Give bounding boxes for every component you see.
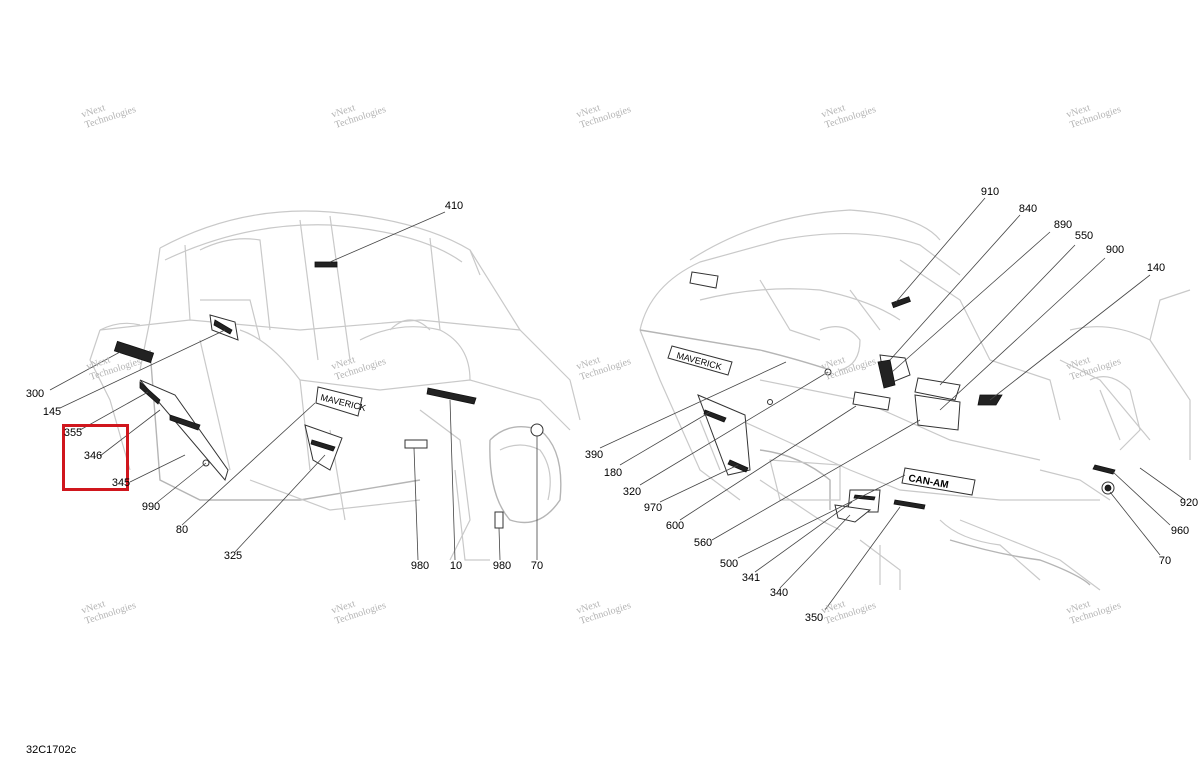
callout-300[interactable]: 300 — [25, 388, 45, 400]
callout-500[interactable]: 500 — [719, 558, 739, 570]
callout-10[interactable]: 10 — [449, 560, 463, 572]
callout-325[interactable]: 325 — [223, 550, 243, 562]
callout-600[interactable]: 600 — [665, 520, 685, 532]
leader-lines-right — [599, 197, 1186, 611]
callout-180[interactable]: 180 — [603, 467, 623, 479]
callout-320[interactable]: 320 — [622, 486, 642, 498]
callout-920[interactable]: 920 — [1179, 497, 1199, 509]
left-vehicle-decals: MAVERICK — [113, 261, 544, 529]
callout-80[interactable]: 80 — [175, 524, 189, 536]
callout-840[interactable]: 840 — [1018, 203, 1038, 215]
callout-960[interactable]: 960 — [1170, 525, 1190, 537]
callout-990[interactable]: 990 — [141, 501, 161, 513]
callout-980-a[interactable]: 980 — [410, 560, 430, 572]
callout-390[interactable]: 390 — [584, 449, 604, 461]
callout-70-left[interactable]: 70 — [530, 560, 544, 572]
figure-code: 32C1702c — [26, 744, 77, 756]
callout-345[interactable]: 345 — [111, 477, 131, 489]
callout-350[interactable]: 350 — [804, 612, 824, 624]
callout-140[interactable]: 140 — [1146, 262, 1166, 274]
left-vehicle-sketch — [89, 210, 581, 561]
callout-346[interactable]: 346 — [83, 450, 103, 462]
callout-341[interactable]: 341 — [741, 572, 761, 584]
highlight-box — [62, 424, 129, 491]
callout-70-right[interactable]: 70 — [1158, 555, 1172, 567]
callout-890[interactable]: 890 — [1053, 219, 1073, 231]
callout-980-b[interactable]: 980 — [492, 560, 512, 572]
leader-lines-left — [49, 211, 538, 561]
callout-560[interactable]: 560 — [693, 537, 713, 549]
right-vehicle-sketch — [639, 209, 1191, 591]
callout-910[interactable]: 910 — [980, 186, 1000, 198]
callout-355[interactable]: 355 — [63, 427, 83, 439]
callout-410[interactable]: 410 — [444, 200, 464, 212]
callout-145[interactable]: 145 — [42, 406, 62, 418]
callout-970[interactable]: 970 — [643, 502, 663, 514]
callout-550[interactable]: 550 — [1074, 230, 1094, 242]
callout-900[interactable]: 900 — [1105, 244, 1125, 256]
callout-340[interactable]: 340 — [769, 587, 789, 599]
